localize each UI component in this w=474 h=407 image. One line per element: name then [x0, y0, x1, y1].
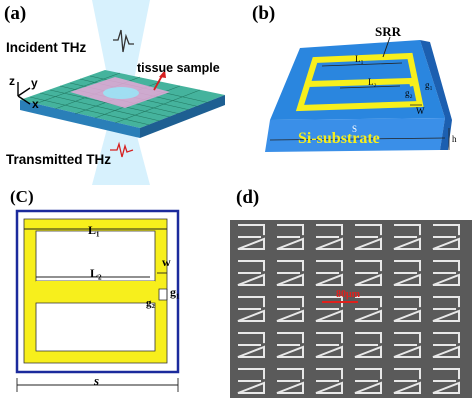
panel-b: (b) SRR Si-substrate L₁ L₂ g₁ g₂ W S h [240, 0, 474, 185]
panel-a-label: (a) [4, 3, 27, 24]
srr-cell [276, 332, 304, 358]
substrate-front [20, 100, 140, 138]
srr-cell [432, 296, 460, 322]
panel-b-label: (b) [252, 3, 276, 24]
sample-label: tissue sample [137, 61, 220, 75]
srr-unit [295, 52, 424, 112]
c-L2: L₂ [90, 266, 102, 280]
incident-beam [92, 0, 150, 100]
substrate-side [140, 95, 225, 138]
srr-cell [276, 368, 304, 394]
axes-icon [17, 82, 31, 105]
panel-d-label: (d) [236, 187, 260, 208]
srr-cell [315, 332, 343, 358]
srr-cell [315, 296, 343, 322]
panel-a-diagram [17, 0, 225, 185]
axis-z-label: z [9, 74, 15, 88]
srr-cell [237, 224, 265, 250]
b-s: S [352, 124, 358, 134]
beam-spot [103, 87, 139, 99]
b-g1: g₁ [425, 80, 433, 90]
srr-cell [354, 368, 382, 394]
srr-cell [354, 332, 382, 358]
srr-cell [315, 224, 343, 250]
srr-cell [354, 260, 382, 286]
transmitted-beam [92, 110, 150, 185]
substrate-front-face [265, 118, 445, 152]
c-g1: g₁ [170, 285, 180, 299]
srr-cell [237, 296, 265, 322]
transmitted-waveform [110, 141, 134, 158]
b-h: h [452, 134, 457, 144]
axis-y-label: y [31, 76, 38, 90]
srr-cell [393, 224, 421, 250]
srr-label: SRR [375, 24, 402, 39]
c-w: w [162, 255, 171, 269]
srr-cell [237, 332, 265, 358]
srr-cell [276, 224, 304, 250]
b-L2: L₂ [368, 77, 377, 87]
incident-waveform [113, 29, 134, 53]
srr-cell [393, 260, 421, 286]
axis-x-label: x [32, 97, 39, 111]
srr-cell [276, 260, 304, 286]
srr-cell [432, 260, 460, 286]
panel-d: (d) 80μm [228, 185, 474, 402]
sem-image [230, 220, 472, 398]
b-L1: L₁ [355, 54, 364, 64]
srr-cell [354, 296, 382, 322]
srr-cell [315, 260, 343, 286]
c-s: s [94, 373, 100, 388]
srr-arrow [382, 36, 391, 58]
panel-c-diagram [15, 209, 180, 392]
transmitted-label: Transmitted THz [6, 152, 112, 167]
srr-cell [432, 368, 460, 394]
srr-cell [432, 332, 460, 358]
incident-label: Incident THz [6, 40, 87, 55]
c-g2: g₂ [146, 297, 155, 309]
b-g2: g₂ [405, 88, 413, 98]
srr-cell [276, 296, 304, 322]
srr-cell [237, 368, 265, 394]
scale-bar-label: 80μm [336, 289, 360, 300]
srr-cell [393, 332, 421, 358]
sem-background [230, 220, 472, 398]
substrate-label: Si-substrate [298, 130, 380, 147]
panel-c-label: (C) [10, 187, 34, 206]
panel-a: (a) [0, 0, 240, 185]
srr-cell [237, 260, 265, 286]
srr-cell [393, 296, 421, 322]
srr-cell [393, 368, 421, 394]
b-w: W [416, 106, 425, 116]
srr-cell [432, 224, 460, 250]
srr-cell [315, 368, 343, 394]
panel-b-diagram [265, 36, 452, 152]
panel-c: (C) L₁ L₂ w g₁ g₂ s [0, 185, 228, 402]
srr-cell [354, 224, 382, 250]
c-L1: L₁ [88, 223, 100, 237]
